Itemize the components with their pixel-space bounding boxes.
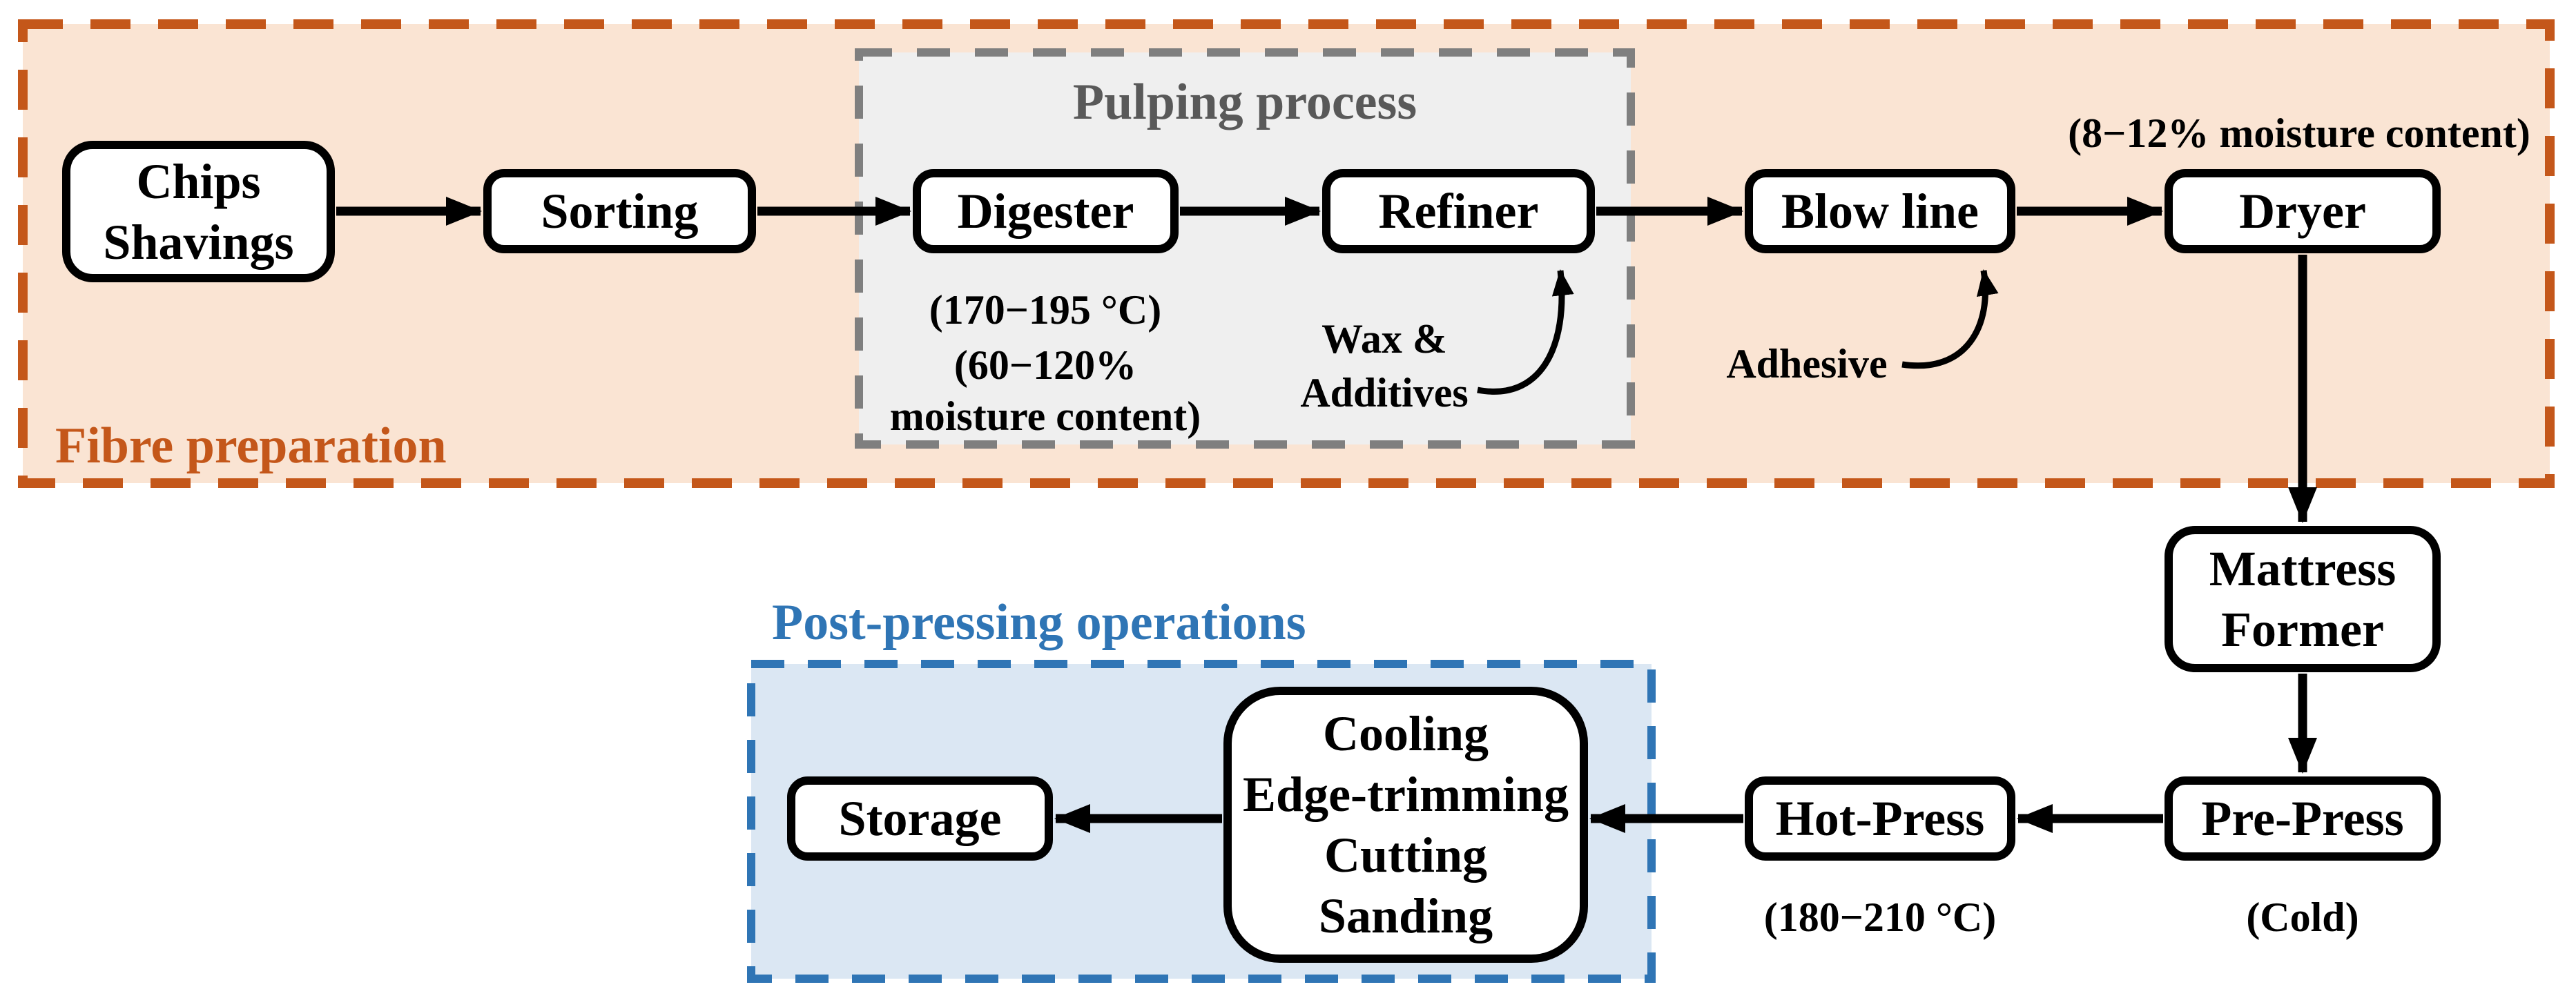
dryer-moisture-note: (8−12% moisture content) <box>2068 110 2530 156</box>
node-blow-line: Blow line <box>1745 169 2015 253</box>
node-cooling-edge-trimming-cutting-sanding: Cooling Edge-trimming Cutting Sanding <box>1223 687 1588 963</box>
arrow-adhesive-to-blowline <box>1901 269 1999 369</box>
pre-press-cold-note: (Cold) <box>2246 894 2359 940</box>
node-dryer: Dryer <box>2165 169 2441 253</box>
node-chips-shavings-label: Chips Shavings <box>103 153 294 270</box>
node-sorting-label: Sorting <box>541 184 699 239</box>
node-hot-press-label: Hot-Press <box>1775 791 1985 846</box>
arrow-wax-additives-to-refiner <box>1477 269 1574 395</box>
node-mattress-former-label: Mattress Former <box>2209 541 2396 657</box>
node-digester-label: Digester <box>957 184 1134 239</box>
fibre-preparation-label: Fibre preparation <box>55 418 447 474</box>
node-mattress-former: Mattress Former <box>2165 526 2441 672</box>
adhesive-annotation: Adhesive <box>1726 341 1888 387</box>
digester-moisture-note: (60−120% moisture content) <box>889 342 1201 439</box>
node-storage-label: Storage <box>838 791 1002 846</box>
node-digester: Digester <box>913 169 1179 253</box>
node-refiner: Refiner <box>1322 169 1595 253</box>
node-cooling-label: Cooling Edge-trimming Cutting Sanding <box>1243 706 1569 943</box>
node-hot-press: Hot-Press <box>1745 776 2015 861</box>
node-dryer-label: Dryer <box>2239 184 2366 239</box>
wax-additives-annotation: Wax & Additives <box>1300 316 1469 415</box>
node-chips-shavings: Chips Shavings <box>62 141 335 282</box>
node-pre-press-label: Pre-Press <box>2201 791 2404 846</box>
post-pressing-title: Post-pressing operations <box>772 594 1306 651</box>
pulping-process-title: Pulping process <box>1072 74 1417 130</box>
node-refiner-label: Refiner <box>1378 184 1539 239</box>
node-blow-line-label: Blow line <box>1781 184 1979 239</box>
node-pre-press: Pre-Press <box>2165 776 2441 861</box>
node-storage: Storage <box>787 776 1053 861</box>
digester-temperature-note: (170−195 °C) <box>929 287 1162 333</box>
node-sorting: Sorting <box>483 169 756 253</box>
hot-press-temperature-note: (180−210 °C) <box>1763 894 1997 940</box>
